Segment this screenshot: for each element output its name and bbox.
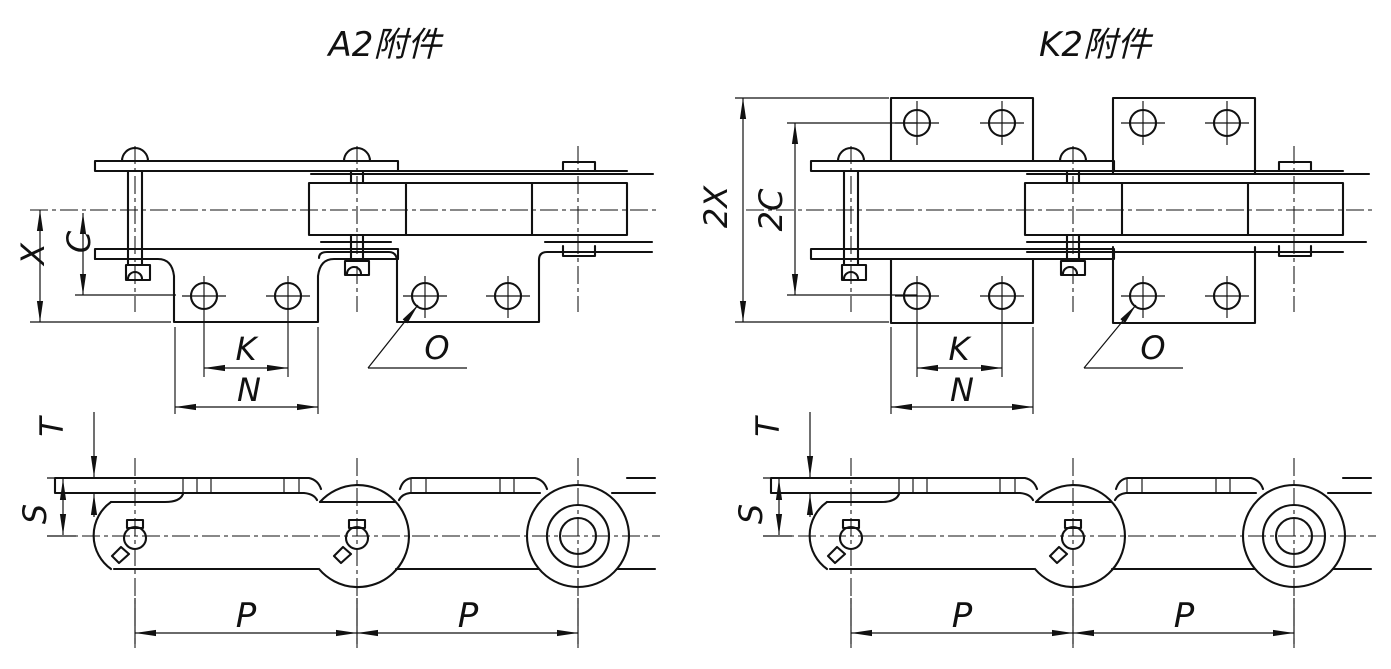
dim-label-k: K	[236, 330, 260, 368]
bottom-plate	[809, 247, 1116, 261]
panel-k2: K2附件	[697, 25, 1378, 648]
bottom-plate-top-edge	[93, 247, 400, 261]
dim-label-p-left: P	[236, 596, 257, 636]
dim-label-n: N	[237, 371, 261, 409]
dim-label-s: S	[732, 504, 770, 524]
dim-label-c: C	[60, 230, 98, 253]
dim-label-o: O	[1140, 329, 1165, 367]
flange2-hole-crosshairs	[403, 276, 530, 318]
dim-label-o: O	[424, 329, 449, 367]
k2-side-dim-labels: T S P P	[732, 415, 1195, 636]
dim-label-2x: 2X	[697, 185, 735, 228]
dim-label-p-left: P	[952, 596, 973, 636]
plate2-upper	[1111, 96, 1257, 176]
plate2-lower	[1111, 245, 1257, 325]
flange1-hole-crosshairs	[182, 276, 310, 377]
a2-chain-top-view	[28, 144, 662, 314]
dim-ext-n	[174, 327, 319, 414]
a2-attachment-and-dims: X C K N O	[14, 210, 654, 414]
leader-arrow-o	[367, 304, 419, 369]
dim-label-x: X	[14, 242, 52, 267]
a2-side-view	[47, 412, 660, 648]
a2-side-dim-labels: T S P P	[16, 415, 479, 636]
leader-arrow-o	[1083, 304, 1137, 369]
k2-side-view	[763, 412, 1376, 648]
dim-label-t: T	[33, 415, 71, 437]
dim-ext-n	[890, 327, 1034, 414]
plate2-hole-crosshairs	[1121, 101, 1249, 318]
bent-flange-1	[93, 257, 400, 324]
roller-link-bottom-edges	[1025, 240, 1368, 254]
panel-title: K2附件	[1039, 25, 1154, 65]
dim-label-k: K	[949, 330, 973, 368]
k2-chain-top-view	[744, 144, 1378, 314]
k2-attachment-and-dims: 2X 2C K N O	[697, 96, 1368, 414]
dim-label-t: T	[749, 415, 787, 437]
bent-flange-2	[317, 250, 654, 324]
dim-ext-2c	[787, 122, 917, 296]
plate1-upper	[889, 96, 1035, 163]
dim-label-n: N	[950, 371, 974, 409]
dim-label-p-right: P	[458, 596, 479, 636]
panel-title: A2附件	[327, 25, 445, 65]
dim-label-s: S	[16, 504, 54, 524]
panel-a2: A2附件 X C K N O	[14, 25, 662, 648]
dim-label-2c: 2C	[752, 188, 790, 231]
dim-label-p-right: P	[1174, 596, 1195, 636]
dim-ext-2x	[735, 97, 889, 323]
plate1-lower	[889, 257, 1035, 325]
